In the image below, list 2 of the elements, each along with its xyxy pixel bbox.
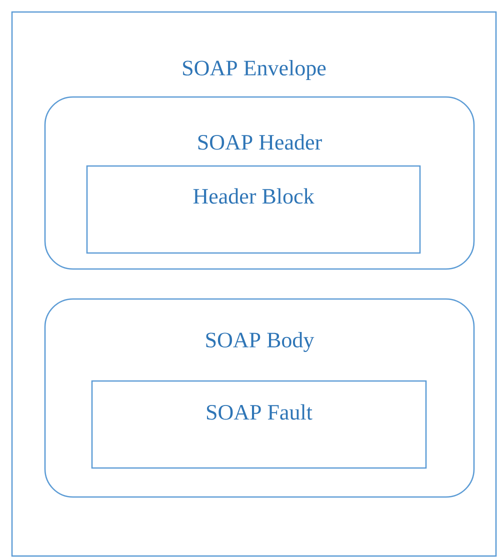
fault-box: SOAP Fault	[91, 380, 427, 469]
header-block-box: Header Block	[86, 165, 421, 254]
